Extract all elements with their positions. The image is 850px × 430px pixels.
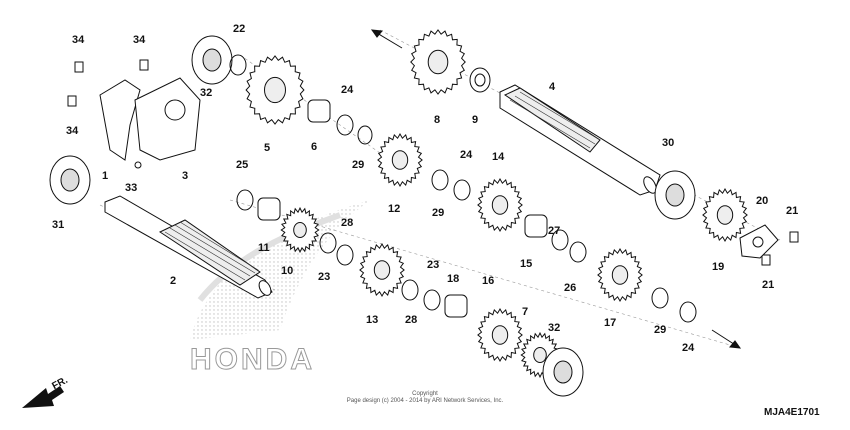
callout-label: 1 xyxy=(102,170,109,182)
callout-label: 5 xyxy=(264,142,271,154)
gear-hub xyxy=(293,221,307,239)
callout-label: 12 xyxy=(388,203,401,215)
callout-label: 21 xyxy=(786,205,799,217)
callout-label: 17 xyxy=(604,317,617,329)
callout-label: 24 xyxy=(682,342,695,354)
retainer-plate xyxy=(739,224,779,259)
gear-hub xyxy=(391,150,409,170)
callout-label: 16 xyxy=(482,275,495,287)
callout-label: 34 xyxy=(72,34,85,46)
needle-bearing-6 xyxy=(307,99,331,123)
callout-label: 33 xyxy=(125,182,138,194)
callout-label: 8 xyxy=(434,114,441,126)
callout-label: 31 xyxy=(52,219,65,231)
washer-group xyxy=(229,54,697,323)
callout-label: 28 xyxy=(405,314,418,326)
direction-arrow-icon xyxy=(370,29,742,349)
callout-label: 14 xyxy=(492,151,505,163)
callout-label: 21 xyxy=(762,279,775,291)
needle-bearing-15 xyxy=(524,214,548,238)
callout-label: 32 xyxy=(200,87,213,99)
bolt-group xyxy=(67,59,799,266)
callout-label: 22 xyxy=(233,23,246,35)
gear-hub xyxy=(611,265,629,285)
mainshaft xyxy=(104,195,273,299)
bracket-and-cover xyxy=(99,77,201,161)
gear-hub xyxy=(491,195,509,215)
callout-label: 28 xyxy=(341,217,354,229)
callout-label: 7 xyxy=(522,306,529,318)
callout-label: 27 xyxy=(548,225,561,237)
callout-label: 34 xyxy=(66,125,79,137)
callout-label: 30 xyxy=(662,137,675,149)
callout-label: 24 xyxy=(341,84,354,96)
copyright-notice: Page design (c) 2004 - 2014 by ARI Netwo… xyxy=(346,398,504,404)
callout-label: 19 xyxy=(712,261,725,273)
callout-label: 2 xyxy=(170,275,177,287)
callout-label: 15 xyxy=(520,258,533,270)
callout-label: 26 xyxy=(564,282,577,294)
honda-wing-watermark xyxy=(190,200,370,340)
callout-label: 23 xyxy=(427,259,440,271)
diagram-code: MJA4E1701 xyxy=(764,407,820,418)
callout-label: 6 xyxy=(311,141,318,153)
honda-watermark: HONDA xyxy=(190,343,315,377)
needle-bearing-18 xyxy=(444,294,468,318)
bearing-32-top xyxy=(191,35,233,85)
callout-label: 13 xyxy=(366,314,379,326)
callout-label: 34 xyxy=(133,34,146,46)
bearing-group xyxy=(49,35,696,397)
gear-hub xyxy=(264,76,286,104)
callout-label: 29 xyxy=(432,207,445,219)
front-arrow-icon xyxy=(22,386,64,408)
bearing-31 xyxy=(49,155,91,205)
callout-label: 9 xyxy=(472,114,479,126)
copyright-title: Copyright xyxy=(412,391,438,397)
gear-hub xyxy=(373,260,391,280)
bearing-30 xyxy=(654,170,696,220)
callout-label: 29 xyxy=(352,159,365,171)
callout-label: 25 xyxy=(236,159,249,171)
callout-label: 4 xyxy=(549,81,556,93)
callout-label: 11 xyxy=(258,242,270,254)
gear-hub xyxy=(533,346,547,364)
callout-label: 20 xyxy=(756,195,769,207)
callout-label: 32 xyxy=(548,322,561,334)
gear-hub xyxy=(427,49,449,75)
gear-hub xyxy=(716,205,734,225)
callout-label: 23 xyxy=(318,271,331,283)
callout-label: 24 xyxy=(460,149,473,161)
countershaft xyxy=(499,84,661,196)
callout-label: 10 xyxy=(281,265,294,277)
gear-hub xyxy=(491,325,509,345)
callout-label: 3 xyxy=(182,170,189,182)
bearing-32-bottom xyxy=(542,347,584,397)
needle-bearing-11 xyxy=(257,197,281,221)
gear-group xyxy=(245,29,748,379)
bushing-9 xyxy=(469,67,491,93)
callout-label: 29 xyxy=(654,324,667,336)
callout-label: 18 xyxy=(447,273,460,285)
